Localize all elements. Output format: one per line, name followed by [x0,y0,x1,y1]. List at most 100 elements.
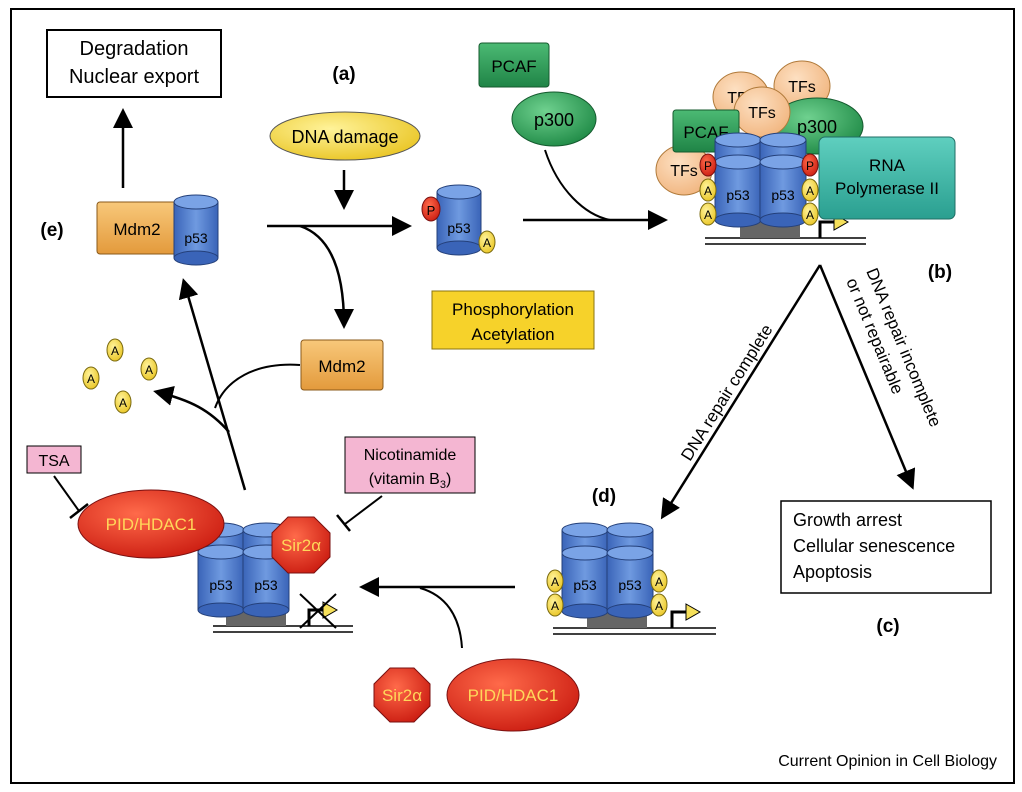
vitamin-label: (vitamin B3) [369,471,452,491]
acetyl-free-label-1: A [111,344,119,358]
tsa-inhibition-line [53,475,80,512]
phosphorylation-label: Phosphorylation [452,300,574,319]
p53-label-d-1: p53 [573,577,597,593]
tfs-label-3: TFs [748,105,776,122]
nicotinamide-box [344,436,476,494]
phospho-marker-b-right [801,153,819,177]
nuclear-export-label: Nuclear export [69,66,200,88]
sir2-label-bound: Sir2α [281,536,321,555]
arrow-acetyl-release [153,386,230,433]
acetyl-label-active: A [483,236,491,250]
acetyl-label-d-2: A [551,599,559,613]
p53-cylinder-e [173,194,219,266]
pid-hdac1-label-free: PID/HDAC1 [468,686,559,705]
sir2-octagon-free [373,667,431,723]
degradation-export-box [46,29,222,98]
p53-cylinder-active [436,184,482,256]
rna-pol-label-2: Polymerase II [835,179,939,198]
promoter-arrow-head-e [322,601,339,619]
coactivator-join-line [544,149,611,221]
acetyl-label-d-4: A [655,599,663,613]
panel-e-label: (e) [40,220,63,241]
phos-acetyl-box [431,290,595,350]
p53-tetramer-d [561,522,654,619]
vitamin-label-pre: (vitamin B [369,471,440,488]
acetyl-label-d-3: A [655,575,663,589]
acetyl-free-label-3: A [145,363,153,377]
mdm2-label-free: Mdm2 [318,357,365,376]
pcaf-label-free: PCAF [491,57,536,76]
pid-hdac1-ellipse-bound [77,489,225,559]
pcaf-box-free [478,42,550,88]
acetyl-free-label-4: A [119,396,127,410]
acetyl-free-2 [82,366,100,390]
p53-label-e: p53 [184,230,208,246]
p300-ellipse-free [511,91,597,147]
footer-credit: Current Opinion in Cell Biology [778,753,997,770]
tsa-label: TSA [38,453,69,470]
p300-label-free: p300 [534,110,574,130]
mdm2-join-line [214,363,301,409]
p53-label-b-1: p53 [726,187,750,203]
acetyl-label-b-right-1: A [806,184,814,198]
nicotinamide-inhibition-line [344,495,383,525]
p300-label-bound: p300 [797,117,837,137]
promoter-block-x-2 [299,593,337,629]
acetyl-marker-b-right-1 [801,178,819,202]
arrow-back-to-mdm2-complex [178,278,247,491]
nicotinamide-inhibition-bar [336,514,351,532]
acetyl-free-3 [140,357,158,381]
acetylation-label: Acetylation [471,325,554,344]
acetyl-free-label-2: A [87,372,95,386]
acetyl-marker-b-left-2 [699,202,717,226]
mdm2-label-e: Mdm2 [113,220,160,239]
arrow-mdm2-release [299,224,354,329]
rna-polymerase-box [818,136,956,220]
p53-label-d-2: p53 [618,577,642,593]
acetyl-marker-d-3 [650,569,668,593]
promoter-arrow-stem-d [670,610,690,628]
arrow-repair-incomplete [818,264,916,490]
sir2-octagon-bound [271,516,331,574]
panel-b-label: (b) [928,262,952,283]
acetyl-label-b-left-1: A [704,184,712,198]
tfs-label-2: TFs [788,79,816,96]
phospho-marker-active [421,196,441,222]
p53-label-active: p53 [447,220,471,236]
tsa-box [26,445,82,474]
pid-hdac1-ellipse-free [446,658,580,732]
acetyl-marker-d-4 [650,593,668,617]
dna-damage-ellipse [269,111,421,161]
vitamin-label-post: ) [446,471,451,488]
tsa-inhibition-bar [69,503,89,519]
senescence-label: Cellular senescence [793,536,955,556]
outcomes-box [780,500,992,594]
p53-label-inactive-1: p53 [209,577,233,593]
promoter-arrow-head-d [685,603,702,621]
acetyl-marker-b-right-2 [801,202,819,226]
acetyl-marker-b-left-1 [699,178,717,202]
panel-c-label: (c) [876,616,899,637]
p53-label-b-2: p53 [771,187,795,203]
dna-damage-label: DNA damage [291,127,398,147]
deacetylase-join-line [419,587,463,649]
phospho-marker-b-left [699,153,717,177]
panel-a-label: (a) [332,64,355,85]
degradation-label: Degradation [80,38,189,60]
phospho-label-b-right: P [806,159,814,173]
sir2-label-free: Sir2α [382,686,422,705]
acetyl-free-4 [114,390,132,414]
acetyl-label-b-left-2: A [704,208,712,222]
apoptosis-label: Apoptosis [793,562,872,582]
acetyl-marker-active [478,230,496,254]
acetyl-label-d-1: A [551,575,559,589]
nicotinamide-label: Nicotinamide [364,447,457,464]
arrow-repair-complete [660,264,822,520]
acetyl-marker-d-2 [546,593,564,617]
promoter-arrow-stem-b [818,220,838,238]
panel-d-label: (d) [592,486,616,507]
tfs-label-4: TFs [670,163,698,180]
phospho-label-active: P [427,203,436,218]
pid-hdac1-label-bound: PID/HDAC1 [106,515,197,534]
